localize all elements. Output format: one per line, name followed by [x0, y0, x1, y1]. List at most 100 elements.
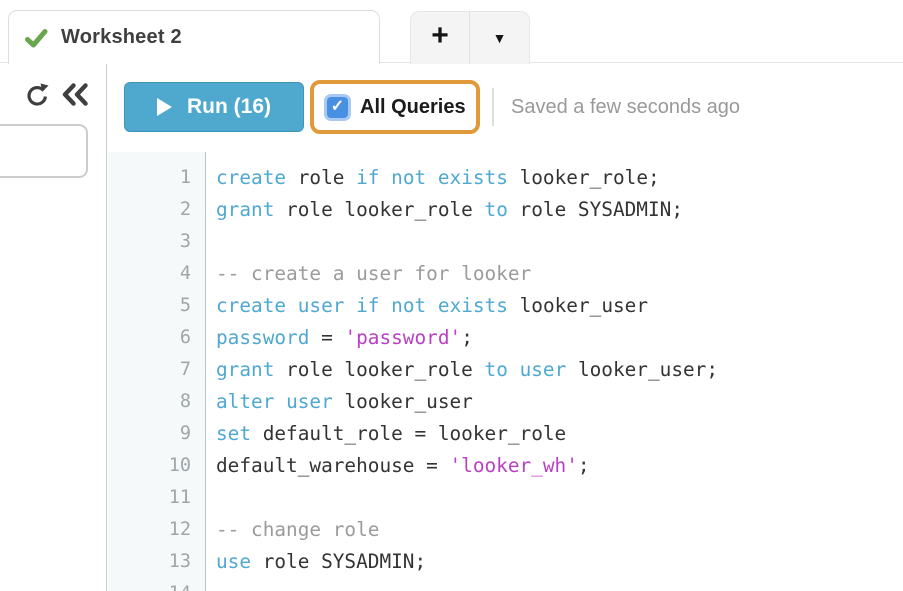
line-number: 2 — [179, 199, 191, 220]
all-queries-checkbox[interactable]: ✓ — [324, 93, 351, 121]
line-number: 11 — [168, 487, 191, 508]
sql-text: role SYSADMIN; — [251, 550, 427, 573]
code-line[interactable]: alter user looker_user — [216, 386, 903, 418]
code-line[interactable]: grant role looker_role to user looker_us… — [216, 354, 903, 386]
line-number: 9 — [179, 423, 191, 444]
all-queries-label[interactable]: All Queries — [360, 95, 466, 118]
code-line[interactable]: create user if not exists looker_user — [216, 290, 903, 322]
sql-text — [426, 166, 438, 189]
sidebar-panel — [0, 63, 107, 591]
sql-keyword: grant — [216, 358, 275, 381]
sql-keyword: alter — [216, 390, 275, 413]
sql-keyword: create — [216, 166, 287, 189]
sql-keyword: if — [356, 166, 380, 189]
code-line[interactable] — [216, 578, 903, 591]
sql-keyword: to — [484, 198, 508, 221]
code-line[interactable]: -- change role — [216, 514, 903, 546]
sql-keyword: create — [216, 294, 287, 317]
code-line[interactable]: -- create a user for looker — [216, 258, 903, 290]
sql-comment: -- create a user for looker — [216, 262, 532, 285]
code-line[interactable]: default_warehouse = 'looker_wh'; — [216, 450, 903, 482]
sql-keyword: set — [216, 422, 252, 445]
code-area[interactable]: create role if not exists looker_role;gr… — [206, 152, 903, 591]
sql-keyword: not — [391, 166, 427, 189]
code-line[interactable] — [216, 482, 903, 514]
checkmark-icon: ✓ — [330, 98, 345, 115]
tab-bar: Worksheet 2 + ▼ — [0, 0, 903, 64]
worksheet-main: Run (16) ✓ All Queries Saved a few secon… — [108, 63, 903, 591]
sql-text: looker_role; — [507, 166, 660, 189]
line-number: 1 — [179, 167, 191, 188]
sidebar-toolbar — [0, 63, 106, 108]
play-icon — [157, 98, 172, 116]
sql-text: role — [286, 166, 357, 189]
worksheet-menu-button[interactable]: ▼ — [470, 12, 529, 64]
run-button[interactable]: Run (16) — [124, 82, 304, 132]
code-line[interactable]: grant role looker_role to role SYSADMIN; — [216, 194, 903, 226]
line-number: 4 — [179, 263, 191, 284]
sql-keyword: not — [391, 294, 427, 317]
tab-controls: + ▼ — [410, 11, 530, 64]
line-number: 8 — [179, 391, 191, 412]
sql-text — [379, 294, 391, 317]
sql-text: role SYSADMIN; — [507, 198, 683, 221]
sql-text: role looker_role — [274, 358, 485, 381]
code-line[interactable]: set default_role = looker_role — [216, 418, 903, 450]
sql-text: default_role = looker_role — [251, 422, 567, 445]
sql-editor[interactable]: 1234567891011121314 create role if not e… — [108, 152, 903, 591]
sql-text — [274, 390, 286, 413]
code-line[interactable]: use role SYSADMIN; — [216, 546, 903, 578]
sql-text: ; — [461, 326, 473, 349]
line-number: 6 — [179, 327, 191, 348]
sql-keyword: exists — [437, 166, 508, 189]
line-number: 13 — [168, 551, 191, 572]
sql-text: looker_user — [332, 390, 473, 413]
code-line[interactable]: password = 'password'; — [216, 322, 903, 354]
sql-keyword: to — [484, 358, 508, 381]
sql-text: looker_user; — [566, 358, 719, 381]
sql-text — [344, 294, 356, 317]
sql-keyword: user — [297, 294, 345, 317]
line-number: 14 — [108, 578, 191, 591]
sql-text: ; — [577, 454, 590, 477]
refresh-button[interactable] — [25, 82, 50, 108]
line-number: 7 — [179, 359, 191, 380]
check-icon — [24, 26, 48, 50]
collapse-panel-button[interactable] — [61, 83, 89, 107]
gutter: 1234567891011121314 — [108, 152, 206, 591]
sidebar-search-box[interactable] — [0, 124, 88, 178]
sql-text — [426, 294, 438, 317]
code-line[interactable]: create role if not exists looker_role; — [216, 162, 903, 194]
line-number: 3 — [179, 231, 191, 252]
sql-text: looker_user — [507, 294, 649, 317]
sql-keyword: user — [286, 390, 333, 413]
sql-keyword: grant — [216, 198, 275, 221]
sql-text: = — [309, 326, 345, 349]
sql-text — [286, 294, 298, 317]
tab-worksheet-2[interactable]: Worksheet 2 — [8, 10, 380, 64]
line-number: 5 — [179, 295, 191, 316]
sql-keyword: if — [356, 294, 380, 317]
sql-keyword: user — [519, 358, 567, 381]
sql-keyword: exists — [437, 294, 508, 317]
sql-text — [379, 166, 391, 189]
caret-down-icon: ▼ — [492, 30, 507, 46]
run-button-label: Run (16) — [187, 95, 271, 118]
sql-text — [508, 358, 520, 381]
sql-string: 'looker_wh' — [449, 454, 578, 477]
sql-keyword: password — [216, 326, 310, 349]
tab-label: Worksheet 2 — [61, 26, 182, 48]
sql-keyword: use — [216, 550, 252, 573]
new-worksheet-button[interactable]: + — [411, 12, 471, 64]
save-status-text: Saved a few seconds ago — [511, 96, 741, 118]
sql-text: role looker_role — [274, 198, 485, 221]
toolbar-divider — [492, 88, 494, 126]
sql-string: 'password' — [344, 326, 462, 349]
line-number: 12 — [168, 519, 191, 540]
all-queries-annotation: ✓ All Queries — [310, 80, 480, 134]
sql-text: default_warehouse = — [216, 454, 450, 477]
line-number: 10 — [168, 455, 191, 476]
code-line[interactable] — [216, 226, 903, 258]
sql-comment: -- change role — [216, 518, 380, 541]
